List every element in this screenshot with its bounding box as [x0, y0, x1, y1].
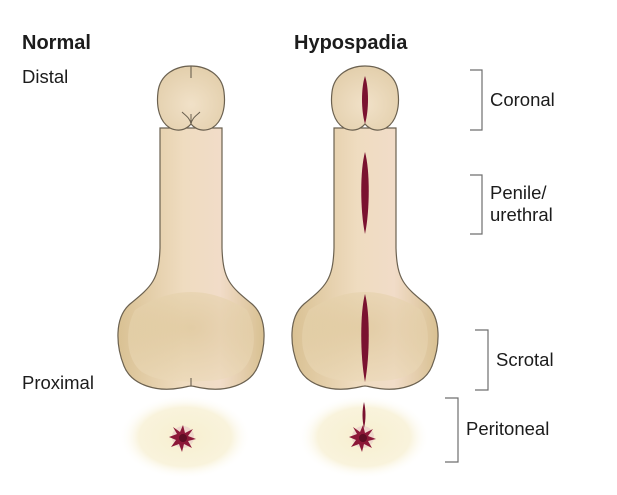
- scrotal-label: Scrotal: [496, 349, 554, 370]
- penile-label: Penile/ urethral: [490, 182, 553, 226]
- penile-opening: [361, 152, 369, 234]
- penile-label-line2: urethral: [490, 203, 553, 225]
- coronal-opening: [362, 76, 368, 124]
- coronal-label: Coronal: [490, 89, 555, 110]
- penile-label-line1: Penile/: [490, 182, 547, 203]
- bracket-penile: [470, 174, 483, 235]
- proximal-label: Proximal: [22, 372, 94, 393]
- bracket-scrotal: [475, 329, 489, 391]
- hypospadia-heading: Hypospadia: [294, 32, 408, 54]
- scrotal-opening: [361, 294, 369, 382]
- hypospadia-illustration: [291, 65, 439, 479]
- region-brackets: [445, 69, 489, 463]
- bracket-peritoneal: [445, 397, 459, 463]
- normal-anus: [169, 425, 196, 452]
- hypospadia-perineal-opening: [362, 402, 366, 428]
- bracket-coronal: [470, 69, 483, 131]
- hypospadia-anus: [349, 425, 376, 452]
- normal-heading: Normal: [22, 32, 91, 54]
- normal-illustration: [117, 65, 265, 479]
- normal-scrotum-shading: [128, 292, 254, 382]
- distal-label: Distal: [22, 66, 69, 87]
- normal-frenulum: [181, 111, 201, 125]
- peritoneal-label: Peritoneal: [466, 418, 550, 439]
